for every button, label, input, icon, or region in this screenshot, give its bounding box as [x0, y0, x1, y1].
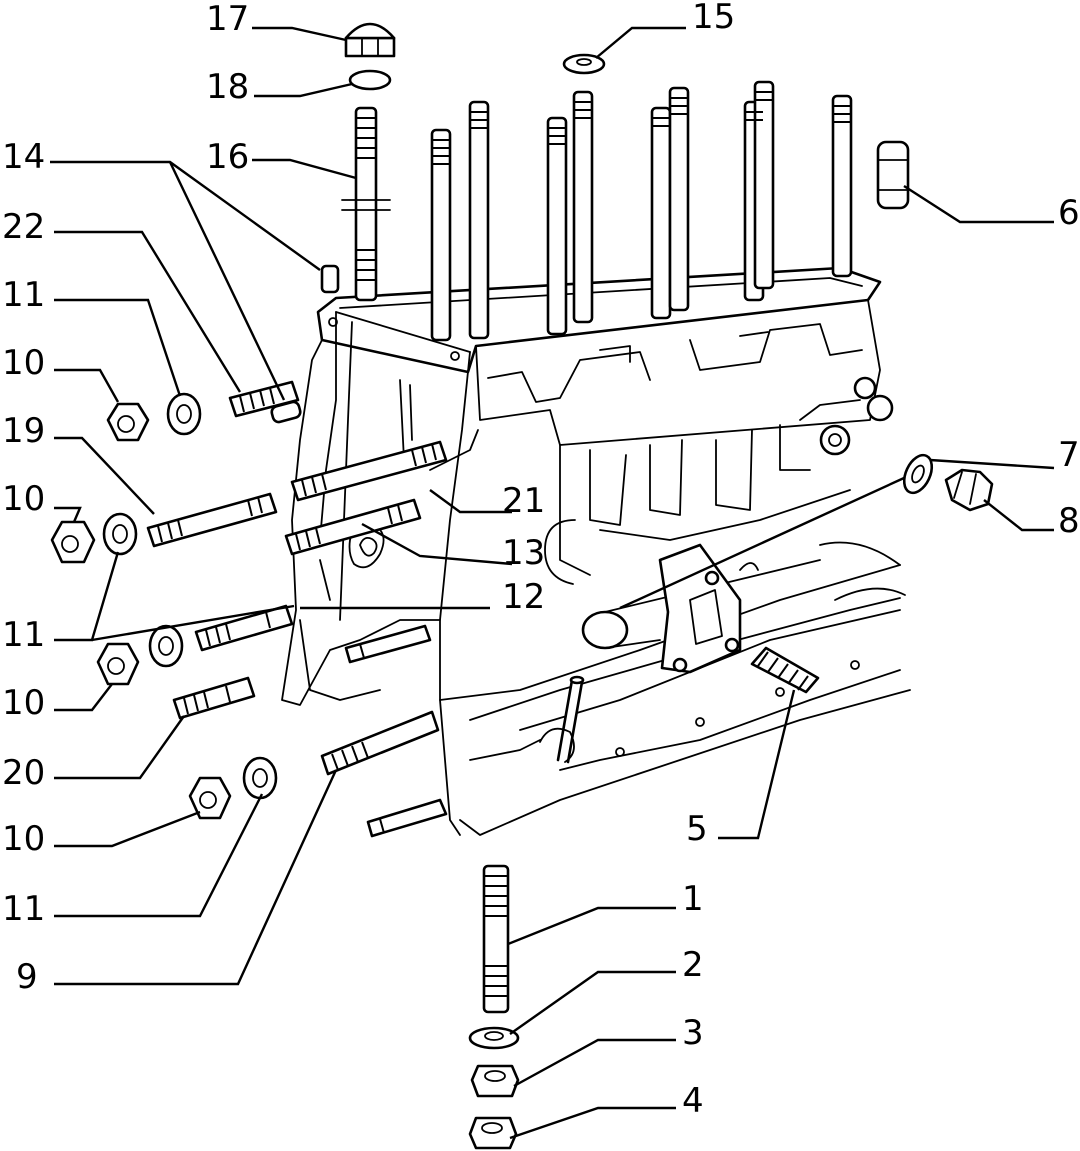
callout-20: 20 [2, 753, 45, 793]
nut-10a-drawing [106, 402, 150, 442]
washer-7-drawing [902, 453, 934, 495]
leader-9 [54, 769, 338, 986]
leader-10b [54, 506, 82, 523]
callout-14: 14 [2, 137, 45, 177]
head-stud-16-drawing [341, 106, 391, 302]
callout-10a: 10 [2, 343, 45, 383]
leader-21 [429, 489, 512, 514]
callout-5: 5 [686, 809, 708, 849]
dowel-6-drawing [876, 140, 910, 210]
stud-12-drawing [194, 604, 294, 652]
leader-10d [54, 810, 201, 848]
callout-8: 8 [1058, 501, 1080, 541]
leader-10a [54, 368, 120, 403]
leader-15 [595, 26, 686, 59]
engine-block-drawing [281, 266, 911, 838]
callout-10d: 10 [2, 819, 45, 859]
leader-4 [509, 1106, 676, 1140]
callout-11a: 11 [2, 275, 45, 315]
stud-13-drawing [284, 498, 422, 556]
stud-5-drawing [750, 646, 820, 694]
leader-22 [54, 230, 242, 393]
leader-11a [54, 298, 182, 397]
callout-21: 21 [502, 481, 545, 521]
leader-11b-2 [91, 604, 295, 642]
nut-10d-drawing [188, 776, 232, 820]
callout-1: 1 [682, 879, 704, 919]
leader-lines [50, 26, 1055, 1140]
stud-21-drawing [290, 440, 448, 502]
dowel-14-drawing [320, 264, 340, 294]
washer-11d-drawing [242, 756, 278, 800]
washer-11a-drawing [166, 392, 202, 436]
nut-3-drawing [470, 1064, 520, 1098]
plug-8-drawing [944, 468, 994, 512]
leader-20 [54, 715, 185, 780]
stud-22-drawing [228, 380, 302, 424]
leader-14b [168, 161, 286, 401]
leader-13 [361, 522, 513, 566]
callout-3: 3 [682, 1013, 704, 1053]
leader-3 [513, 1038, 676, 1088]
leader-2 [509, 970, 676, 1035]
leader-16 [252, 158, 357, 180]
head-studs-row [430, 80, 853, 342]
callout-19: 19 [2, 411, 45, 451]
washer-2-drawing [468, 1026, 520, 1050]
leader-18 [254, 82, 353, 98]
nut-10b-drawing [50, 520, 96, 564]
leader-17 [252, 26, 347, 42]
callout-17: 17 [206, 0, 249, 39]
leader-7b [619, 476, 905, 610]
callout-11c: 11 [2, 889, 45, 929]
callout-18: 18 [206, 67, 249, 107]
callout-13: 13 [502, 533, 545, 573]
stud-19-drawing [146, 492, 278, 548]
washer-11c-drawing [148, 624, 184, 668]
washer-18-drawing [348, 69, 392, 91]
callout-labels: 17 18 16 14 22 11 10 19 10 11 10 20 10 1… [2, 0, 1080, 1121]
callout-6: 6 [1058, 193, 1080, 233]
leader-7 [929, 458, 1055, 470]
callout-9: 9 [16, 957, 38, 997]
washer-15-drawing [562, 53, 606, 75]
washer-11b-drawing [102, 512, 138, 556]
callout-2: 2 [682, 945, 704, 985]
leader-8 [983, 499, 1054, 532]
stud-9-drawing [320, 710, 440, 776]
callout-12: 12 [502, 577, 545, 617]
callout-10c: 10 [2, 683, 45, 723]
leader-10c [54, 683, 113, 712]
callout-16: 16 [206, 137, 249, 177]
leader-11b [54, 551, 120, 642]
cap-nut-17-drawing [344, 22, 396, 58]
lower-left-stud-drawing [366, 798, 448, 838]
leader-14a [50, 160, 321, 271]
callout-22: 22 [2, 207, 45, 247]
callout-4: 4 [682, 1081, 704, 1121]
leader-19 [54, 436, 155, 515]
nut-10c-drawing [96, 642, 140, 686]
stud-1-drawing [482, 864, 510, 1014]
nut-4-drawing [468, 1116, 518, 1150]
callout-15: 15 [692, 0, 735, 37]
leader-1 [507, 906, 676, 946]
callout-11b: 11 [2, 615, 45, 655]
callout-10b: 10 [2, 479, 45, 519]
leader-11c [54, 793, 264, 918]
callout-7: 7 [1058, 435, 1080, 475]
leader-6 [903, 184, 1054, 224]
leader-5 [718, 689, 796, 840]
stud-20-drawing [172, 676, 256, 720]
